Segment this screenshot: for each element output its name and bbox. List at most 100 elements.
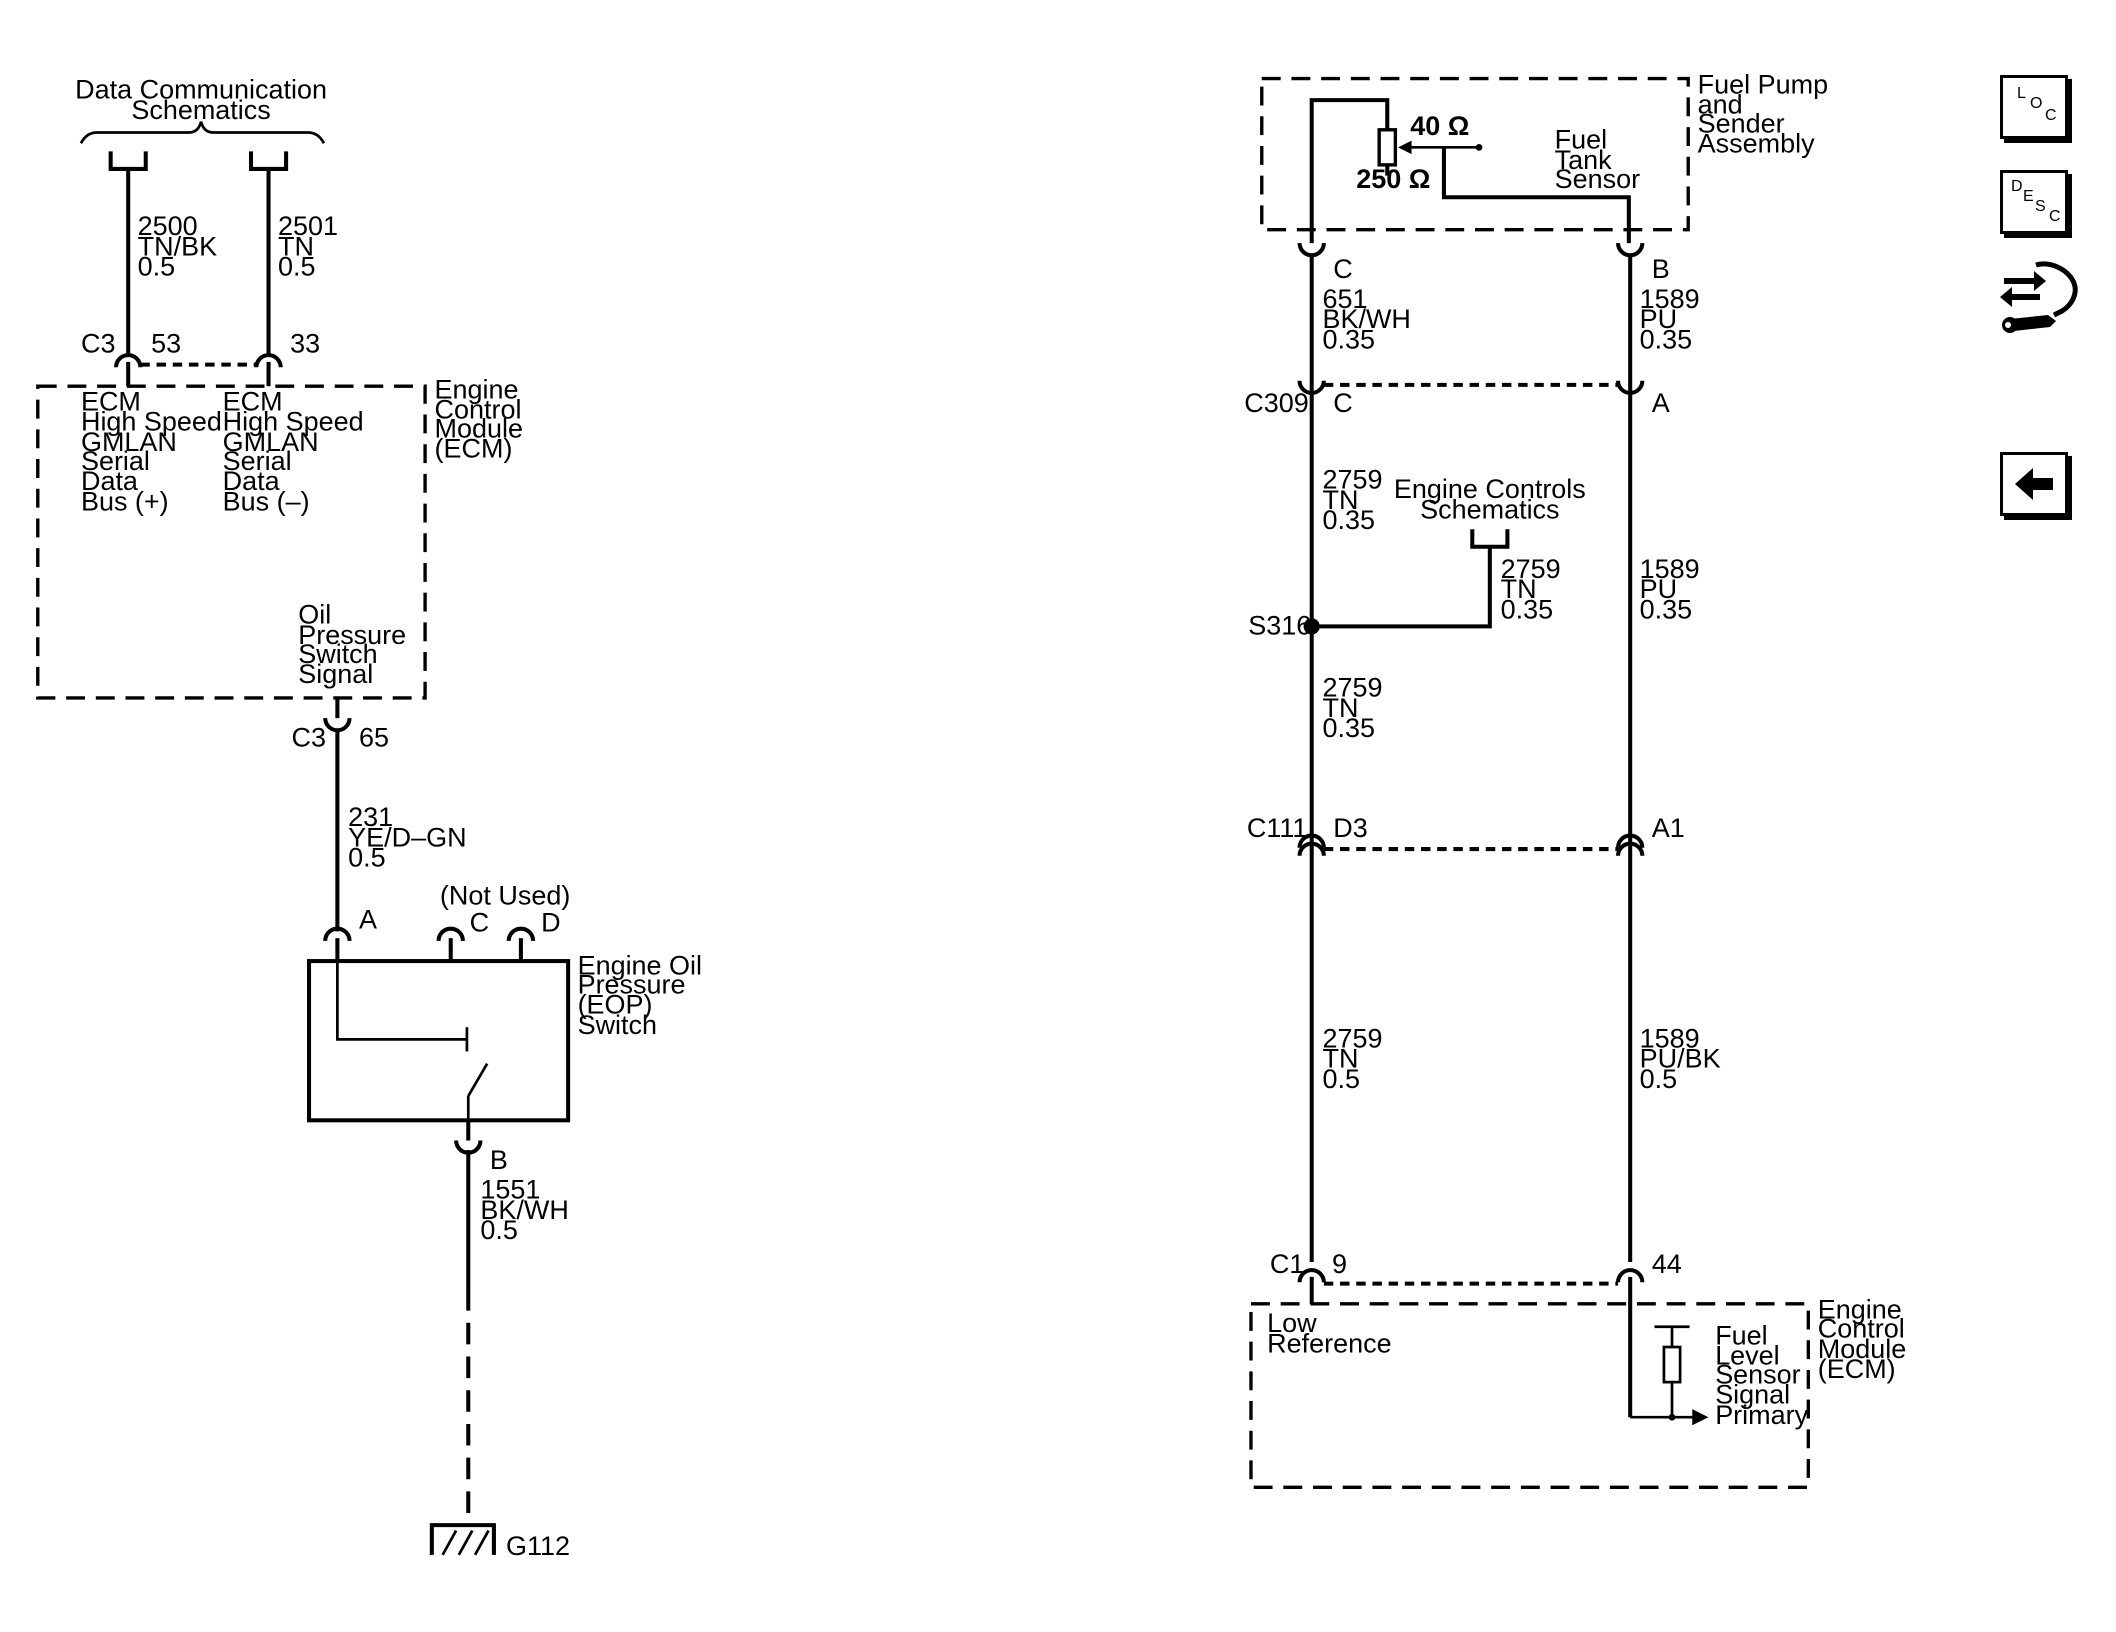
svg-text:Reference: Reference [1267,1328,1391,1358]
svg-text:0.5: 0.5 [1323,1064,1361,1094]
ecm-box-right [1249,1302,1811,1490]
svg-text:651: 651 [1323,284,1368,314]
svg-text:C309: C309 [1244,388,1308,418]
svg-text:S316: S316 [1248,610,1311,640]
eop-switch-box [307,959,571,1123]
svg-text:A: A [359,905,377,935]
connector-c111: C111 D3 A1 [1247,813,1685,857]
svg-text:1551: 1551 [480,1175,540,1205]
svg-text:A1: A1 [1652,813,1685,843]
svg-text:Primary: Primary [1715,1400,1808,1430]
svg-text:B: B [1652,254,1670,284]
svg-text:Sensor: Sensor [1715,1359,1800,1389]
svg-text:Pressure: Pressure [298,620,406,650]
svg-text:Engine: Engine [435,374,519,404]
svg-text:Sensor: Sensor [1555,164,1640,194]
svg-text:and: and [1698,90,1743,120]
bus-plus-label: ECM High Speed GMLAN Serial Data Bus (+) [81,386,222,516]
svg-text:Signal: Signal [1715,1380,1790,1410]
svg-text:Sender: Sender [1698,108,1785,138]
engine-controls-reference[interactable]: Engine Controls Schematics [1394,474,1586,549]
loc-icon[interactable]: L O C [2000,75,2068,139]
svg-text:Engine: Engine [1818,1295,1902,1325]
svg-text:0.5: 0.5 [138,252,176,282]
svg-text:0.5: 0.5 [1640,1064,1678,1094]
svg-text:250 Ω: 250 Ω [1356,164,1430,194]
svg-text:Level: Level [1715,1341,1779,1371]
svg-text:9: 9 [1332,1249,1347,1279]
svg-text:TN: TN [278,231,314,261]
wire-label-1589-mid: 1589 PU 0.35 [1640,554,1700,624]
svg-text:GMLAN: GMLAN [81,427,177,457]
svg-text:0.5: 0.5 [348,843,386,873]
svg-text:0.35: 0.35 [1323,324,1376,354]
svg-text:0.5: 0.5 [480,1215,517,1245]
svg-text:2500: 2500 [138,211,198,241]
connector-c1: C1 9 44 [1270,1249,1682,1418]
bus-minus-label: ECM High Speed GMLAN Serial Data Bus (–) [223,386,364,516]
svg-text:G112: G112 [506,1531,570,1561]
svg-text:2501: 2501 [278,211,338,241]
svg-text:0.35: 0.35 [1323,505,1376,535]
wire-label-1589-top: 1589 PU 0.35 [1640,284,1700,354]
svg-text:C: C [470,907,489,937]
svg-text:BK/WH: BK/WH [480,1195,568,1225]
desc-icon[interactable]: D E S C [2000,170,2068,234]
wire-label-2759-a: 2759 TN 0.35 [1323,465,1383,535]
fuel-pump-sender-box [1260,76,1690,232]
ground-g112: G112 [429,1523,570,1561]
svg-text:Switch: Switch [578,1010,657,1040]
fuel-level-sensor-label: Fuel Level Sensor Signal Primary [1715,1320,1808,1430]
svg-text:C3: C3 [81,328,115,358]
svg-text:TN: TN [1323,1044,1359,1074]
svg-text:Fuel: Fuel [1715,1320,1767,1350]
svg-text:C111: C111 [1247,813,1307,843]
svg-text:(ECM): (ECM) [435,434,513,464]
svg-text:Pressure: Pressure [578,969,686,999]
svg-text:231: 231 [348,802,393,832]
svg-text:33: 33 [290,328,320,358]
svg-text:High Speed: High Speed [223,407,364,437]
connector-c3-bottom: C3 65 [291,697,389,753]
connector-info-icon[interactable] [1996,255,2082,341]
svg-text:44: 44 [1652,1249,1682,1279]
svg-text:0.5: 0.5 [278,252,316,282]
wire-label-1551: 1551 BK/WH 0.5 [480,1175,568,1245]
svg-text:GMLAN: GMLAN [223,427,319,457]
svg-text:YE/D–GN: YE/D–GN [348,822,466,852]
wire-label-2501: 2501 TN 0.5 [278,211,338,281]
svg-text:C3: C3 [291,723,325,753]
svg-text:Bus (–): Bus (–) [223,486,310,516]
svg-text:High Speed: High Speed [81,407,222,437]
wire-label-2759-c: 2759 TN 0.5 [1323,1023,1383,1093]
back-arrow-icon[interactable] [2000,452,2068,516]
svg-text:PU/BK: PU/BK [1640,1044,1721,1074]
svg-text:Bus (+): Bus (+) [81,486,169,516]
low-reference-label: Low Reference [1267,1308,1391,1358]
connector-c309: C309 C A [1244,380,1670,418]
svg-text:PU: PU [1640,304,1677,334]
svg-text:D: D [541,907,560,937]
data-communication-reference[interactable]: Data Communication Schematics [75,75,327,171]
svg-text:TN/BK: TN/BK [138,231,217,261]
svg-text:ECM: ECM [223,386,283,416]
ecm-box-left [36,384,427,700]
svg-text:Control: Control [435,395,522,425]
svg-text:65: 65 [359,723,389,753]
svg-text:Assembly: Assembly [1698,129,1815,159]
svg-text:2759: 2759 [1323,465,1383,495]
svg-text:Fuel Pump: Fuel Pump [1698,69,1828,99]
svg-text:1589: 1589 [1640,284,1700,314]
svg-text:2759: 2759 [1323,1023,1383,1053]
fuel-level-sensor-circuit [1630,1325,1709,1426]
eop-pin-b: B [454,1120,508,1175]
fuel-tank-sensor-label: Fuel Tank Sensor [1555,125,1640,194]
wire-label-231: 231 YE/D–GN 0.5 [348,802,466,872]
svg-text:PU: PU [1640,574,1677,604]
svg-text:Oil: Oil [298,600,331,630]
connector-c3-top: C3 53 33 [81,328,320,387]
eop-connector-pins: A C D [323,905,561,962]
svg-text:0.35: 0.35 [1501,594,1553,624]
oil-pressure-signal-label: Oil Pressure Switch Signal [298,600,406,689]
fuel-pump-sender-label: Fuel Pump and Sender Assembly [1698,69,1828,158]
